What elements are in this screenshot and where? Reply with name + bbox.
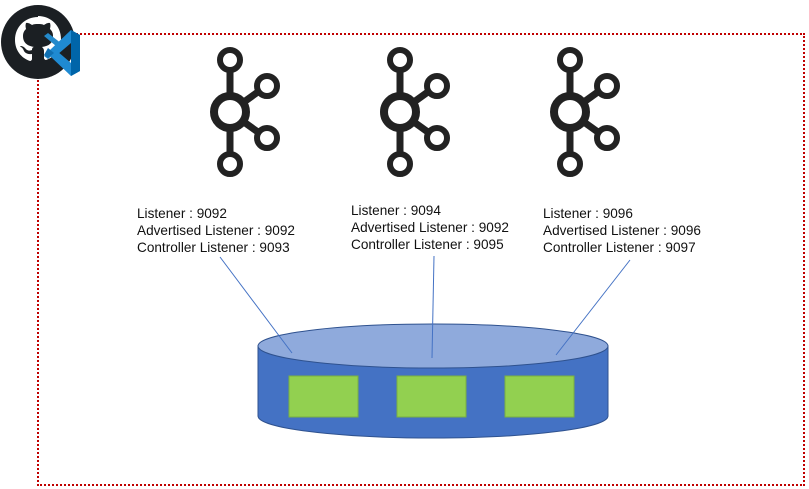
advertised-listener-text: Advertised Listener : 9092 — [351, 220, 509, 235]
controller-listener-text: Controller Listener : 9097 — [543, 240, 696, 255]
listener-text: Listener : 9094 — [351, 203, 441, 218]
connector-line-2 — [431, 255, 435, 359]
kafka-broker-icon-2 — [384, 50, 447, 174]
kafka-broker-icon-3 — [554, 50, 617, 174]
partition-block-2 — [396, 375, 467, 418]
advertised-listener-text: Advertised Listener : 9096 — [543, 223, 701, 238]
partition-block-1 — [288, 375, 359, 418]
connector-line-1 — [219, 256, 293, 354]
broker-label-2: Listener : 9094 Advertised Listener : 90… — [351, 202, 509, 253]
listener-text: Listener : 9092 — [137, 206, 227, 221]
connector-line-3 — [555, 259, 631, 356]
partition-block-3 — [504, 375, 575, 418]
kafka-broker-icon-1 — [214, 50, 277, 174]
vscode-icon — [44, 30, 80, 76]
listener-text: Listener : 9096 — [543, 206, 633, 221]
controller-listener-text: Controller Listener : 9093 — [137, 240, 290, 255]
broker-label-3: Listener : 9096 Advertised Listener : 90… — [543, 205, 701, 256]
advertised-listener-text: Advertised Listener : 9092 — [137, 223, 295, 238]
broker-label-1: Listener : 9092 Advertised Listener : 90… — [137, 205, 295, 256]
controller-listener-text: Controller Listener : 9095 — [351, 237, 504, 252]
cluster-boundary — [37, 33, 805, 486]
logo-group — [1, 5, 80, 79]
